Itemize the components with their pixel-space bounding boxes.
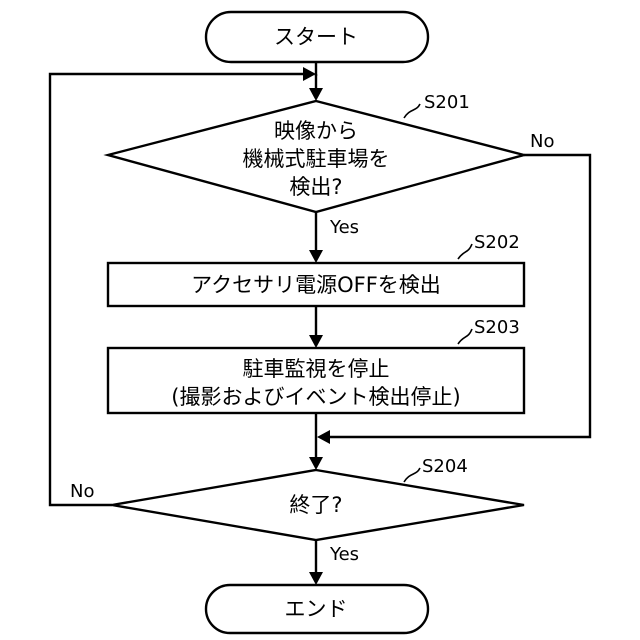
start-terminal-label: スタート <box>274 25 358 49</box>
s204-step-id: S204 <box>422 456 468 477</box>
s202-step-leader <box>458 244 472 259</box>
s204-step-leader <box>404 468 420 482</box>
s203-text-line-1: 駐車監視を停止 <box>243 357 390 381</box>
s201-step-id: S201 <box>424 92 470 113</box>
s201-text-line-1: 映像から <box>274 119 358 143</box>
s202-step-id: S202 <box>474 232 520 253</box>
end-terminal: エンド <box>206 585 428 633</box>
arrowhead-s201-no-into-merge <box>317 430 330 444</box>
s203-step-leader <box>458 329 472 344</box>
arrowhead-into-s202 <box>309 250 323 263</box>
s204-yes-label: Yes <box>329 544 359 565</box>
s201-text-line-3: 検出? <box>289 175 342 199</box>
s201-no-label: No <box>530 131 554 152</box>
s204-decision: 終了? S204 Yes No <box>70 456 524 565</box>
arrowhead-into-s201 <box>309 88 323 101</box>
arrowhead-into-s204 <box>309 457 323 470</box>
s204-no-label: No <box>70 481 94 502</box>
s201-yes-label: Yes <box>329 217 359 238</box>
s201-step-leader <box>404 104 420 118</box>
s204-text-line-1: 終了? <box>289 493 342 517</box>
arrowhead-into-s203 <box>309 335 323 348</box>
s201-text-line-2: 機械式駐車場を <box>243 147 390 171</box>
start-terminal: スタート <box>206 12 428 62</box>
end-terminal-label: エンド <box>285 597 348 621</box>
s203-step-id: S203 <box>474 317 520 338</box>
s203-text-line-2: (撮影およびイベント検出停止) <box>171 385 460 409</box>
s201-decision: 映像から 機械式駐車場を 検出? S201 Yes No <box>108 92 554 238</box>
arrowhead-s204-no-into-top <box>303 67 316 81</box>
s202-text-line-1: アクセサリ電源OFFを検出 <box>191 273 441 297</box>
arrowhead-into-end <box>309 572 323 585</box>
